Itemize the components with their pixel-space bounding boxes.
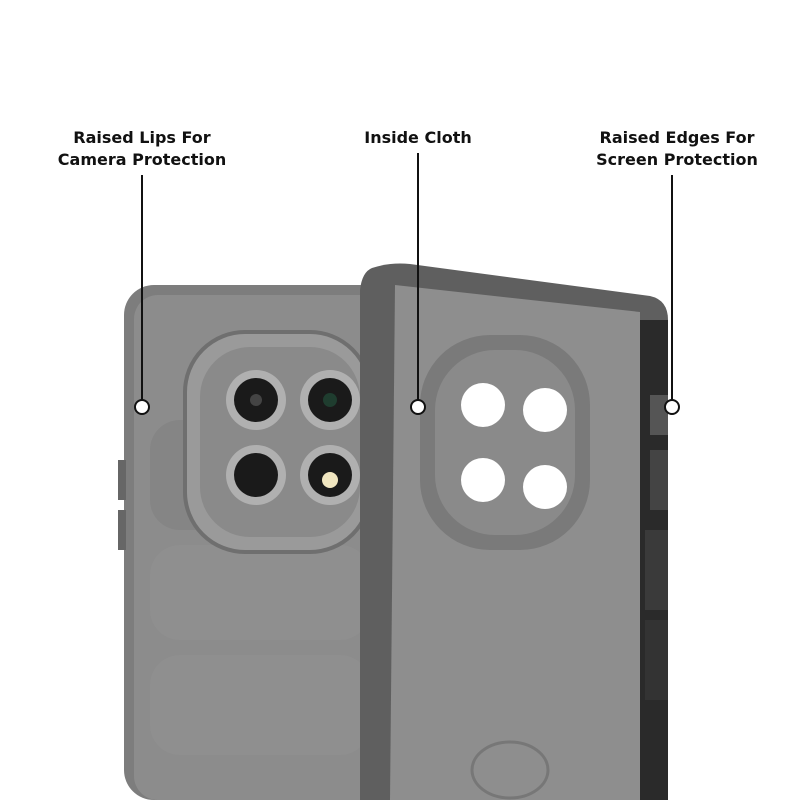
camera-cutout — [420, 335, 590, 550]
callout-camera-protection: Raised Lips For Camera Protection — [57, 128, 227, 169]
callout-screen-protection: Raised Edges For Screen Protection — [596, 128, 758, 169]
case-back-view — [118, 285, 394, 800]
case-inside-view — [360, 263, 668, 800]
callout-dot — [410, 399, 426, 415]
camera-module — [183, 330, 372, 554]
callout-inside-cloth: Inside Cloth — [364, 128, 472, 147]
callout-dot — [664, 399, 680, 415]
callout-lines — [134, 153, 680, 415]
callout-dot — [134, 399, 150, 415]
